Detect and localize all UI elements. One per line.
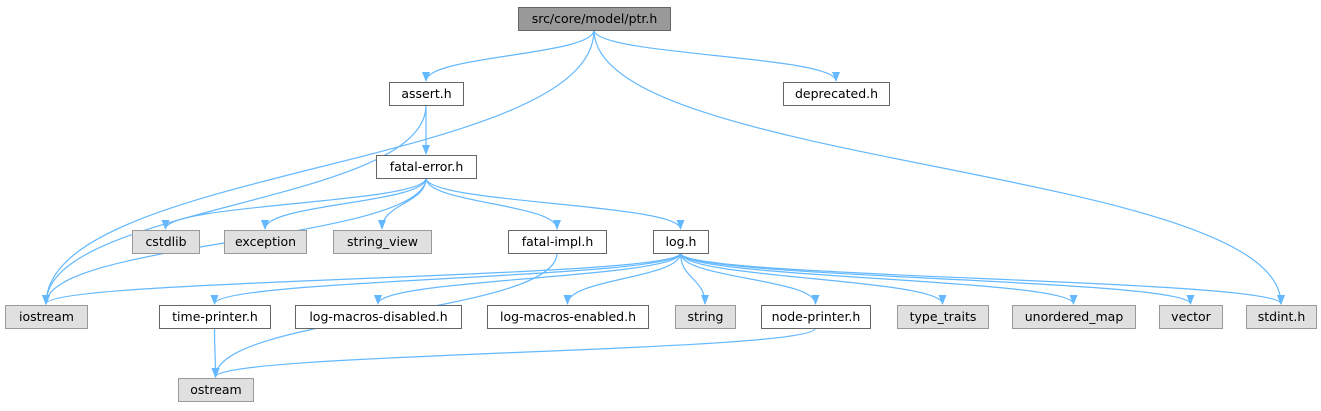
node-label-type_traits: type_traits: [910, 309, 977, 324]
edge-log-to-stdint: [679, 252, 1285, 305]
node-stdint: stdint.h: [1246, 305, 1317, 329]
node-box-log-macros-enabled: [487, 305, 649, 329]
node-box-ptr: [518, 7, 671, 31]
node-ostream: ostream: [178, 378, 254, 402]
node-iostream: iostream: [5, 305, 88, 329]
node-box-cstdlib: [132, 230, 200, 254]
node-box-fatal-impl: [508, 230, 607, 254]
node-log[interactable]: log.h: [653, 230, 709, 254]
edge-ptr-to-deprecated: [593, 29, 840, 82]
edge-log-to-log-macros-enabled: [563, 252, 682, 305]
node-label-log: log.h: [666, 234, 697, 249]
edge-time-printer-to-ostream: [211, 327, 220, 378]
edge-fatal-error-to-cstdlib: [161, 177, 427, 230]
node-box-type_traits: [897, 305, 989, 329]
edge-fatal-error-to-fatal-impl: [425, 177, 561, 230]
edge-ptr-to-iostream: [42, 29, 595, 305]
edge-log-to-node-printer: [679, 252, 820, 305]
node-vector: vector: [1159, 305, 1223, 329]
node-box-node-printer: [761, 305, 871, 329]
node-box-iostream: [5, 305, 88, 329]
node-box-ostream: [178, 378, 254, 402]
node-box-time-printer: [159, 305, 271, 329]
edge-fatal-error-to-log: [425, 177, 685, 230]
node-label-deprecated: deprecated.h: [795, 86, 878, 101]
node-label-string: string: [688, 309, 724, 324]
node-label-exception: exception: [235, 234, 296, 249]
edge-assert-to-iostream: [42, 104, 427, 305]
node-box-log-macros-disabled: [295, 305, 462, 329]
edge-log-to-string: [679, 252, 709, 305]
edge-ptr-to-stdint: [593, 29, 1285, 305]
edge-ptr-to-assert: [422, 29, 595, 82]
node-time-printer[interactable]: time-printer.h: [159, 305, 271, 329]
node-box-stdint: [1246, 305, 1317, 329]
node-box-vector: [1159, 305, 1223, 329]
node-ptr[interactable]: src/core/model/ptr.h: [518, 7, 671, 31]
nodes-layer: src/core/model/ptr.h assert.h deprecated.h…: [5, 7, 1317, 402]
edge-log-to-log-macros-disabled: [374, 252, 682, 305]
node-label-node-printer: node-printer.h: [772, 309, 861, 324]
node-label-log-macros-disabled: log-macros-disabled.h: [309, 309, 447, 324]
node-node-printer[interactable]: node-printer.h: [761, 305, 871, 329]
node-log-macros-enabled[interactable]: log-macros-enabled.h: [487, 305, 649, 329]
node-label-time-printer: time-printer.h: [172, 309, 258, 324]
node-string_view: string_view: [333, 230, 432, 254]
node-log-macros-disabled[interactable]: log-macros-disabled.h: [295, 305, 462, 329]
node-label-vector: vector: [1171, 309, 1212, 324]
node-label-stdint: stdint.h: [1258, 309, 1306, 324]
node-cstdlib: cstdlib: [132, 230, 200, 254]
node-box-unordered_map: [1012, 305, 1136, 329]
node-label-fatal-impl: fatal-impl.h: [522, 234, 594, 249]
node-fatal-impl[interactable]: fatal-impl.h: [508, 230, 607, 254]
node-label-iostream: iostream: [19, 309, 74, 324]
edge-log-to-vector: [679, 252, 1195, 305]
node-label-ptr: src/core/model/ptr.h: [532, 11, 658, 26]
node-assert[interactable]: assert.h: [389, 82, 464, 106]
node-box-deprecated: [783, 82, 890, 106]
node-label-assert: assert.h: [401, 86, 451, 101]
node-box-string_view: [333, 230, 432, 254]
edge-log-to-time-printer: [210, 252, 682, 305]
node-label-string_view: string_view: [347, 234, 418, 249]
node-fatal-error[interactable]: fatal-error.h: [376, 155, 477, 179]
node-unordered_map: unordered_map: [1012, 305, 1136, 329]
node-label-fatal-error: fatal-error.h: [390, 159, 464, 174]
node-type_traits: type_traits: [897, 305, 989, 329]
edge-fatal-error-to-exception: [261, 177, 427, 230]
node-string: string: [675, 305, 736, 329]
node-deprecated[interactable]: deprecated.h: [783, 82, 890, 106]
edge-log-to-unordered_map: [679, 252, 1078, 305]
node-exception: exception: [224, 230, 307, 254]
node-label-cstdlib: cstdlib: [145, 234, 186, 249]
node-box-log: [653, 230, 709, 254]
node-label-log-macros-enabled: log-macros-enabled.h: [500, 309, 636, 324]
node-label-ostream: ostream: [190, 382, 241, 397]
edge-log-to-iostream: [42, 252, 682, 305]
node-box-assert: [389, 82, 464, 106]
node-box-exception: [224, 230, 307, 254]
node-box-fatal-error: [376, 155, 477, 179]
edge-log-to-type_traits: [679, 252, 947, 305]
node-box-string: [675, 305, 736, 329]
node-label-unordered_map: unordered_map: [1025, 309, 1124, 324]
edge-node-printer-to-ostream: [211, 327, 817, 378]
